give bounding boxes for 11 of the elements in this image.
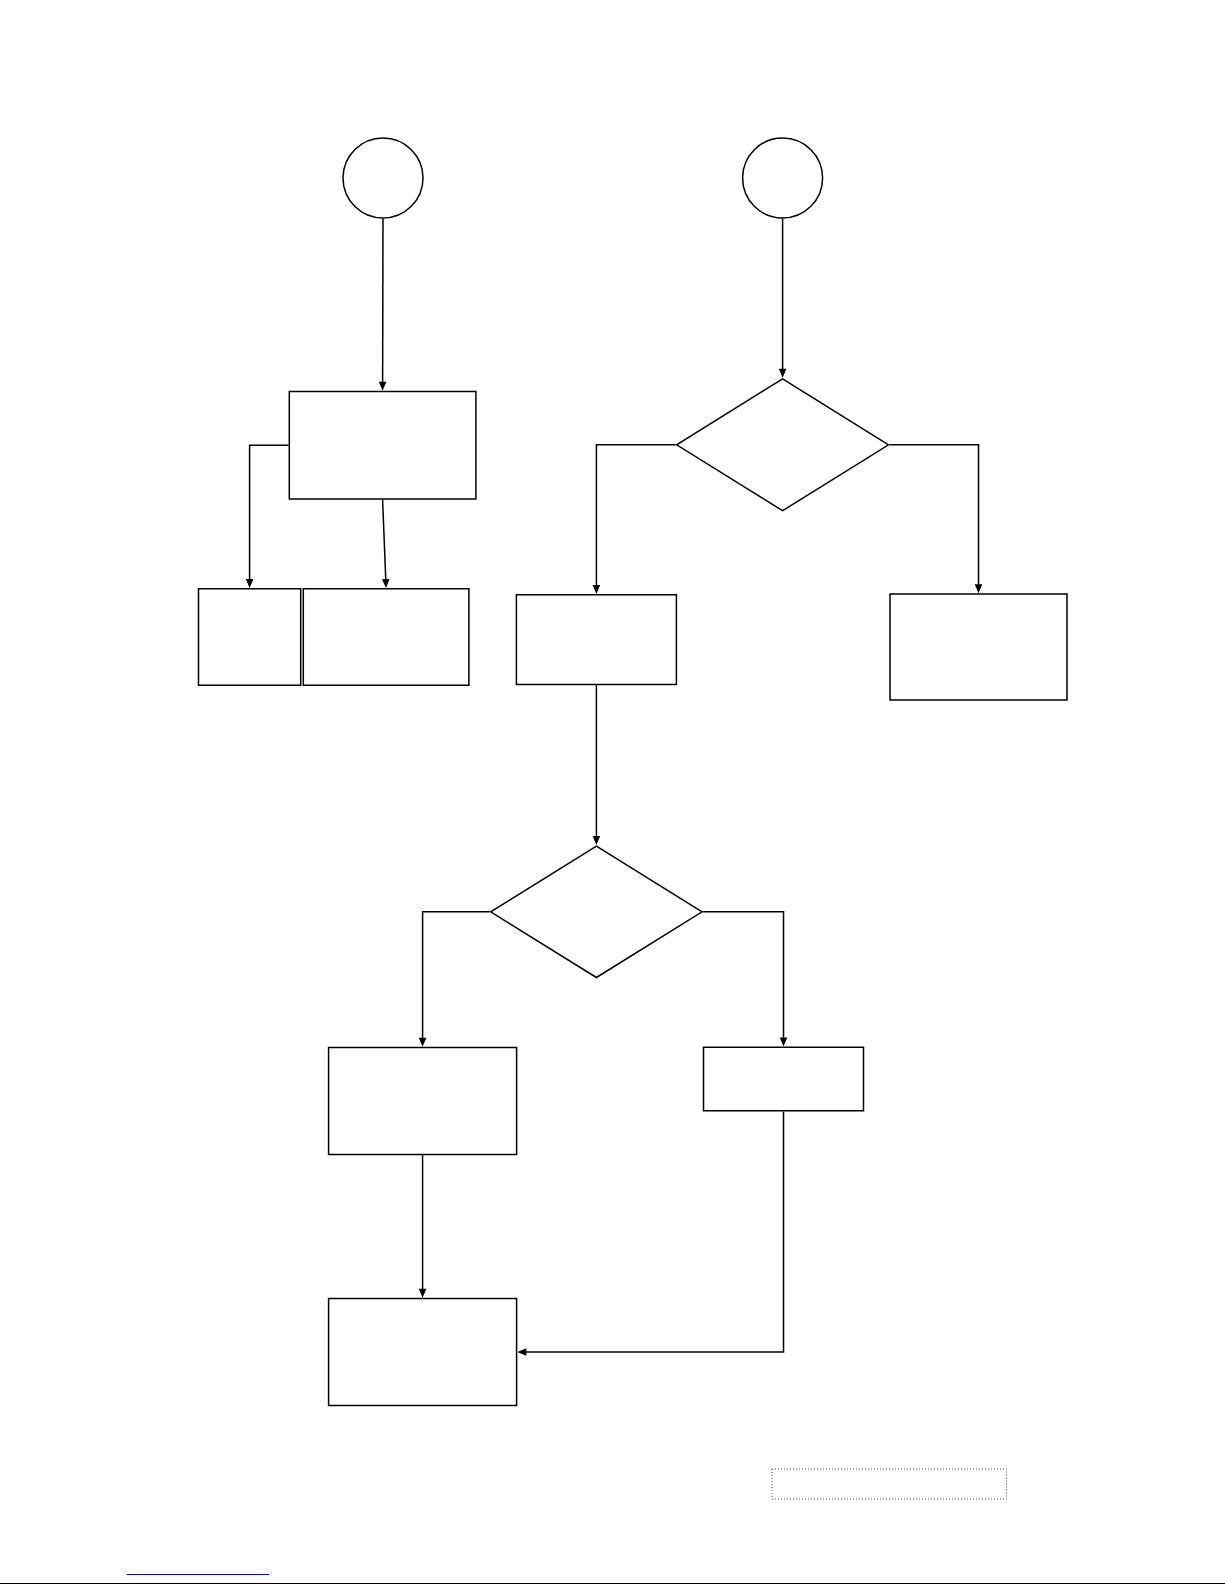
process-box (702, 1046, 865, 1112)
terminal-circle (342, 137, 424, 219)
terminal-circle (741, 137, 824, 219)
process-box (889, 593, 1068, 701)
process-box (327, 1297, 518, 1407)
decision-diamond (675, 378, 890, 512)
process-box (515, 594, 678, 686)
process-box (302, 588, 470, 686)
process-box (327, 1046, 518, 1156)
process-box (197, 588, 302, 686)
process-box (288, 390, 477, 500)
